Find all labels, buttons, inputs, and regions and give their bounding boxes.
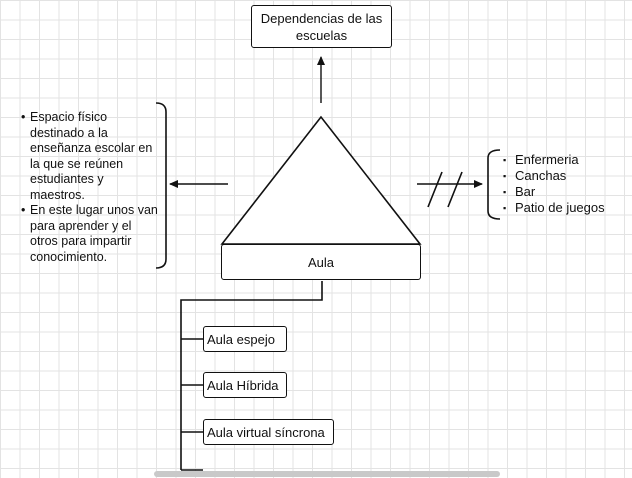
left-brace (155, 102, 167, 269)
right-list-item: Canchas (503, 168, 628, 184)
node-aula-virtual-sincrona-label: Aula virtual síncrona (207, 424, 325, 440)
left-note-1: Espacio físico destinado a la enseñanza … (21, 110, 161, 203)
right-list-item: Bar (503, 184, 628, 200)
left-notes[interactable]: Espacio físico destinado a la enseñanza … (21, 110, 161, 265)
node-aula-espejo[interactable]: Aula espejo (203, 326, 287, 352)
node-aula-virtual-sincrona[interactable]: Aula virtual síncrona (203, 419, 334, 445)
node-aula[interactable]: Aula (221, 244, 421, 280)
triangle-shape[interactable] (220, 115, 422, 245)
node-aula-espejo-label: Aula espejo (207, 331, 275, 347)
right-list-item: Enfermeria (503, 152, 628, 168)
slash-mark-1 (427, 171, 443, 208)
node-aula-label: Aula (307, 254, 335, 270)
right-list-item: Patio de juegos (503, 200, 628, 216)
node-aula-hibrida-label: Aula Híbrida (207, 377, 279, 393)
right-bracket (487, 149, 501, 220)
slash-mark-2 (447, 171, 463, 208)
node-dependencias[interactable]: Dependencias de las escuelas (251, 5, 392, 48)
right-list[interactable]: Enfermeria Canchas Bar Patio de juegos (503, 152, 628, 216)
left-note-2: En este lugar unos van para aprender y e… (21, 203, 161, 265)
node-dependencias-label: Dependencias de las escuelas (260, 10, 383, 43)
horizontal-scrollbar[interactable] (154, 471, 500, 477)
node-aula-hibrida[interactable]: Aula Híbrida (203, 372, 287, 398)
